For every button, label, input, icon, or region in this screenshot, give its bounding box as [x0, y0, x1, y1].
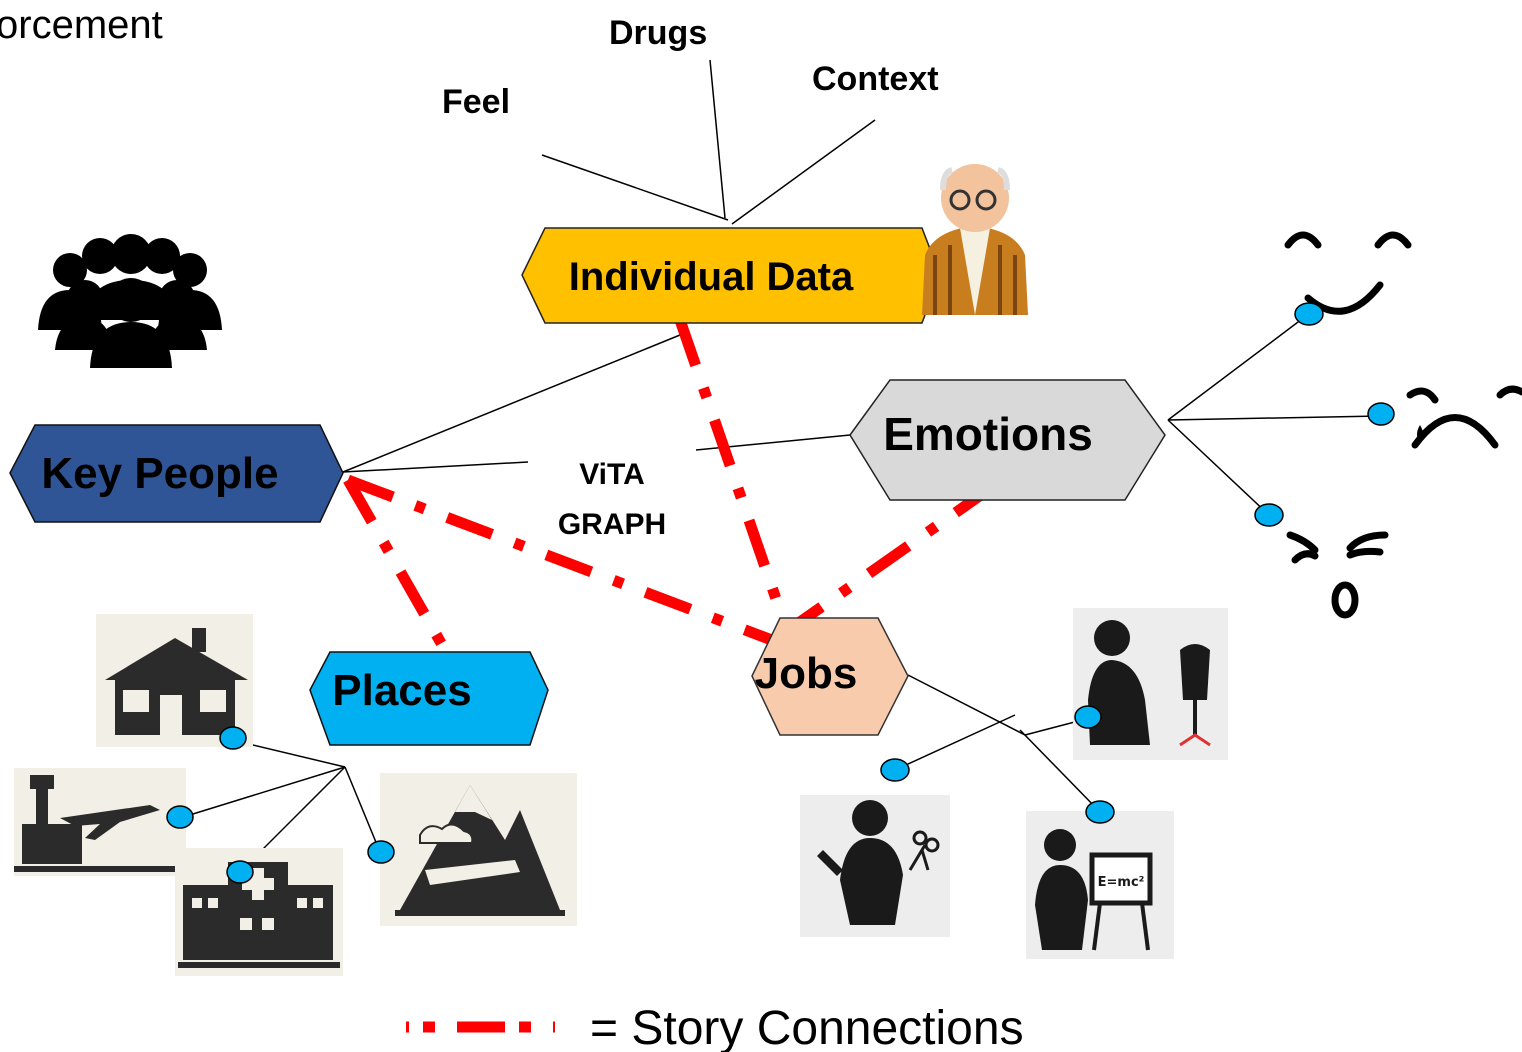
- hospital-icon: [175, 848, 343, 976]
- node-emotions[interactable]: Emotions: [849, 379, 1166, 501]
- legend: = Story Connections: [406, 1002, 1024, 1052]
- teardrop-icon: [1417, 425, 1423, 442]
- node-key-people[interactable]: Key People: [9, 424, 344, 523]
- barber-icon: [800, 795, 950, 937]
- node-individual-data[interactable]: Individual Data: [521, 227, 941, 324]
- node-jobs-label: Jobs: [755, 649, 858, 698]
- crying-face-icon: [1406, 385, 1522, 449]
- endpoint-dots: [166, 302, 1395, 884]
- individual-attribute-lines: [541, 59, 876, 225]
- header-fragment: orcement: [0, 3, 163, 47]
- mountain-icon: [380, 773, 577, 926]
- tailor-icon: [1073, 608, 1228, 760]
- svg-text:E=mc²: E=mc²: [1098, 875, 1145, 890]
- attribute-context: Context: [812, 60, 939, 98]
- node-emotions-label: Emotions: [883, 408, 1093, 460]
- node-individual-data-label: Individual Data: [569, 255, 854, 299]
- center-label-line1: ViTA: [579, 458, 645, 491]
- node-key-people-label: Key People: [41, 449, 278, 498]
- attribute-feel: Feel: [442, 83, 510, 121]
- story-connection-lines: [343, 318, 999, 653]
- node-jobs[interactable]: Jobs: [751, 617, 909, 736]
- center-label-line2: GRAPH: [558, 508, 666, 541]
- attribute-drugs: Drugs: [609, 14, 707, 52]
- legend-label: = Story Connections: [590, 1002, 1024, 1052]
- airport-icon: [14, 768, 186, 876]
- node-places[interactable]: Places: [309, 651, 549, 746]
- shocked-face-icon: [1286, 531, 1389, 619]
- teacher-icon: E=mc²: [1026, 811, 1174, 959]
- crowd-icon: [38, 234, 222, 368]
- elderly-man-icon: [922, 164, 1028, 315]
- node-places-label: Places: [332, 666, 471, 715]
- house-icon: [96, 614, 253, 747]
- happy-face-icon: [1284, 231, 1412, 315]
